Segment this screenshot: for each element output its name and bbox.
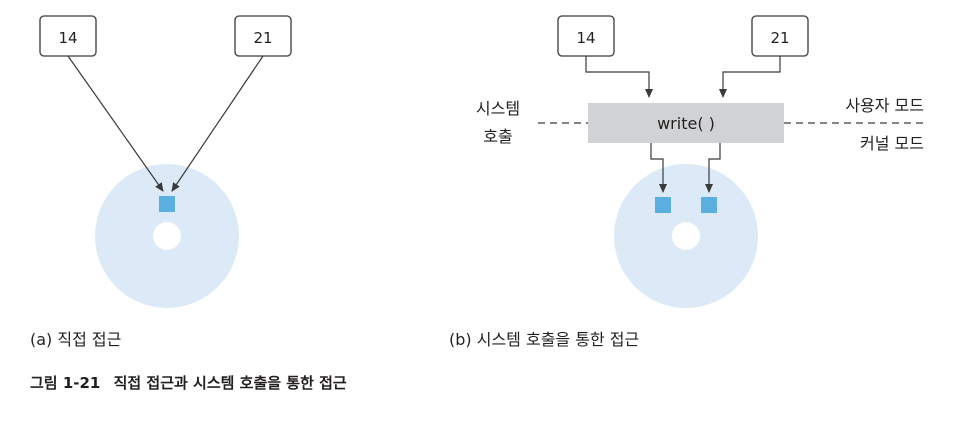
arrow-b-right-out (705, 143, 721, 193)
caption-a: (a) 직접 접근 (30, 330, 122, 349)
value-a-right-text: 21 (253, 29, 272, 47)
system-call-label-line1: 시스템 (476, 99, 520, 118)
arrow-b-right-in (719, 56, 781, 98)
caption-b: (b) 시스템 호출을 통한 접근 (449, 330, 640, 349)
arrow-a-right (171, 55, 264, 192)
value-box-b-right: 21 (751, 15, 809, 57)
arrow-a-left (67, 55, 164, 192)
figure-title: 직접 접근과 시스템 호출을 통한 접근 (113, 374, 347, 392)
arrow-b-left-in (585, 56, 653, 98)
value-box-a-right: 21 (234, 15, 292, 57)
write-call-label: write( ) (657, 114, 715, 133)
diagram-a: 14 21 (39, 15, 292, 308)
value-box-b-left: 14 (557, 15, 615, 57)
disk-b-block-right (701, 197, 717, 213)
disk-b-hole (672, 222, 700, 250)
disk-b-block-left (655, 197, 671, 213)
figure-number: 그림 1-21 (30, 374, 101, 392)
value-b-right-text: 21 (770, 29, 789, 47)
diagram-b: 14 21 write( ) 시스템 호출 사용자 모드 커널 모드 (476, 15, 928, 308)
figure-caption: 그림 1-21 직접 접근과 시스템 호출을 통한 접근 (30, 372, 347, 393)
arrow-b-left-out (650, 143, 667, 193)
user-mode-label: 사용자 모드 (845, 96, 924, 115)
kernel-mode-label: 커널 모드 (860, 134, 924, 153)
write-call-box (588, 103, 784, 143)
value-box-a-left: 14 (39, 15, 97, 57)
disk-a-block (159, 196, 175, 212)
value-b-left-text: 14 (576, 29, 595, 47)
disk-a-hole (153, 222, 181, 250)
value-a-left-text: 14 (58, 29, 77, 47)
system-call-label-line2: 호출 (483, 127, 512, 146)
